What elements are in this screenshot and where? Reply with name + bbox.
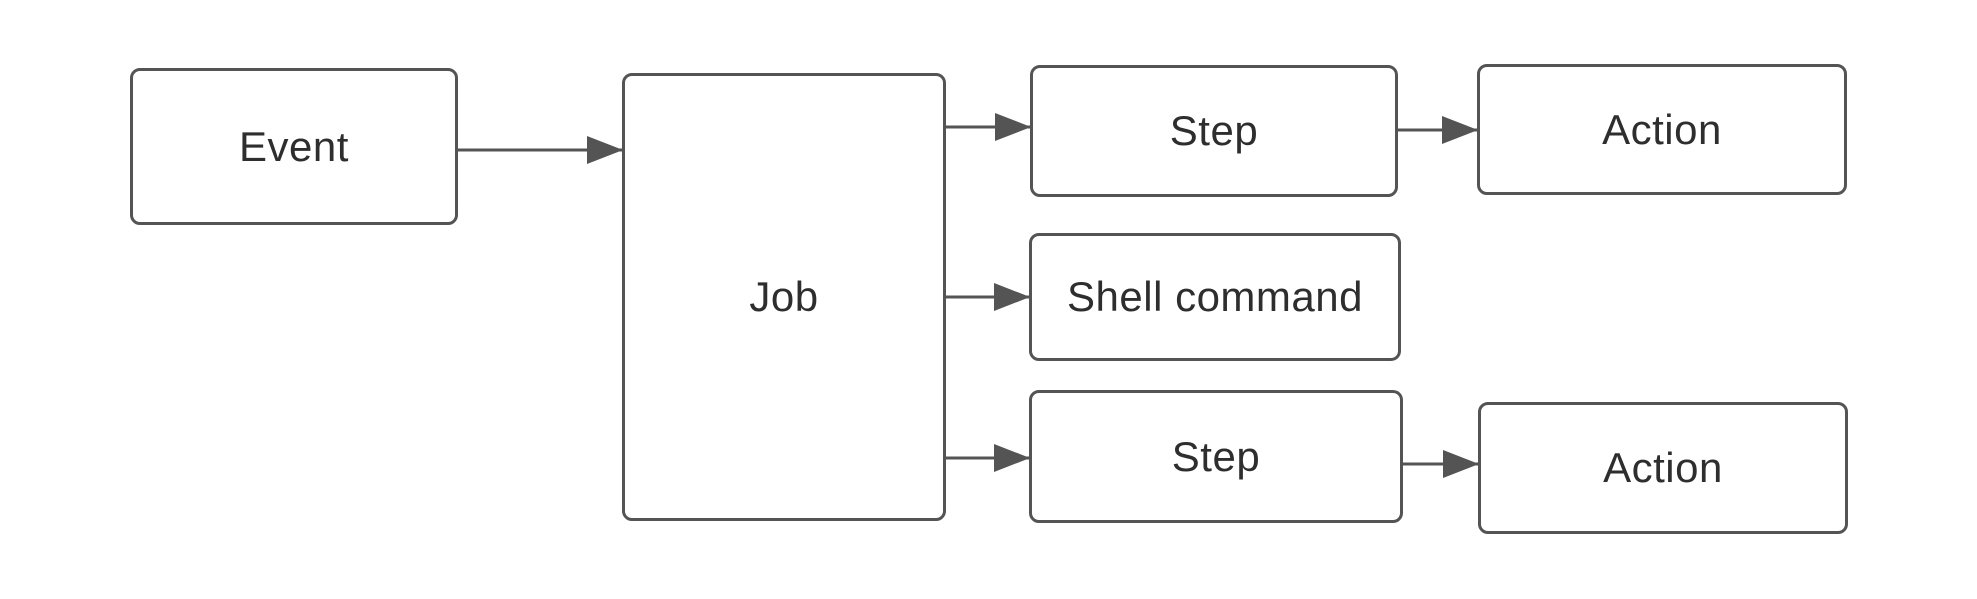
node-action-top: Action bbox=[1477, 64, 1847, 195]
node-step-bottom: Step bbox=[1029, 390, 1403, 523]
node-label-step-top: Step bbox=[1169, 107, 1259, 154]
node-job: Job bbox=[622, 73, 946, 521]
node-label-action-top: Action bbox=[1602, 105, 1722, 153]
node-label-action-bottom: Action bbox=[1603, 444, 1723, 491]
node-label-step-bottom: Step bbox=[1171, 432, 1261, 480]
node-event: Event bbox=[130, 68, 458, 225]
node-label-event: Event bbox=[239, 122, 349, 170]
node-label-shell-command: Shell command bbox=[1067, 273, 1363, 320]
node-action-bottom: Action bbox=[1478, 402, 1848, 534]
node-step-top: Step bbox=[1030, 65, 1398, 197]
node-label-job: Job bbox=[749, 273, 819, 320]
node-shell-command: Shell command bbox=[1029, 233, 1401, 361]
